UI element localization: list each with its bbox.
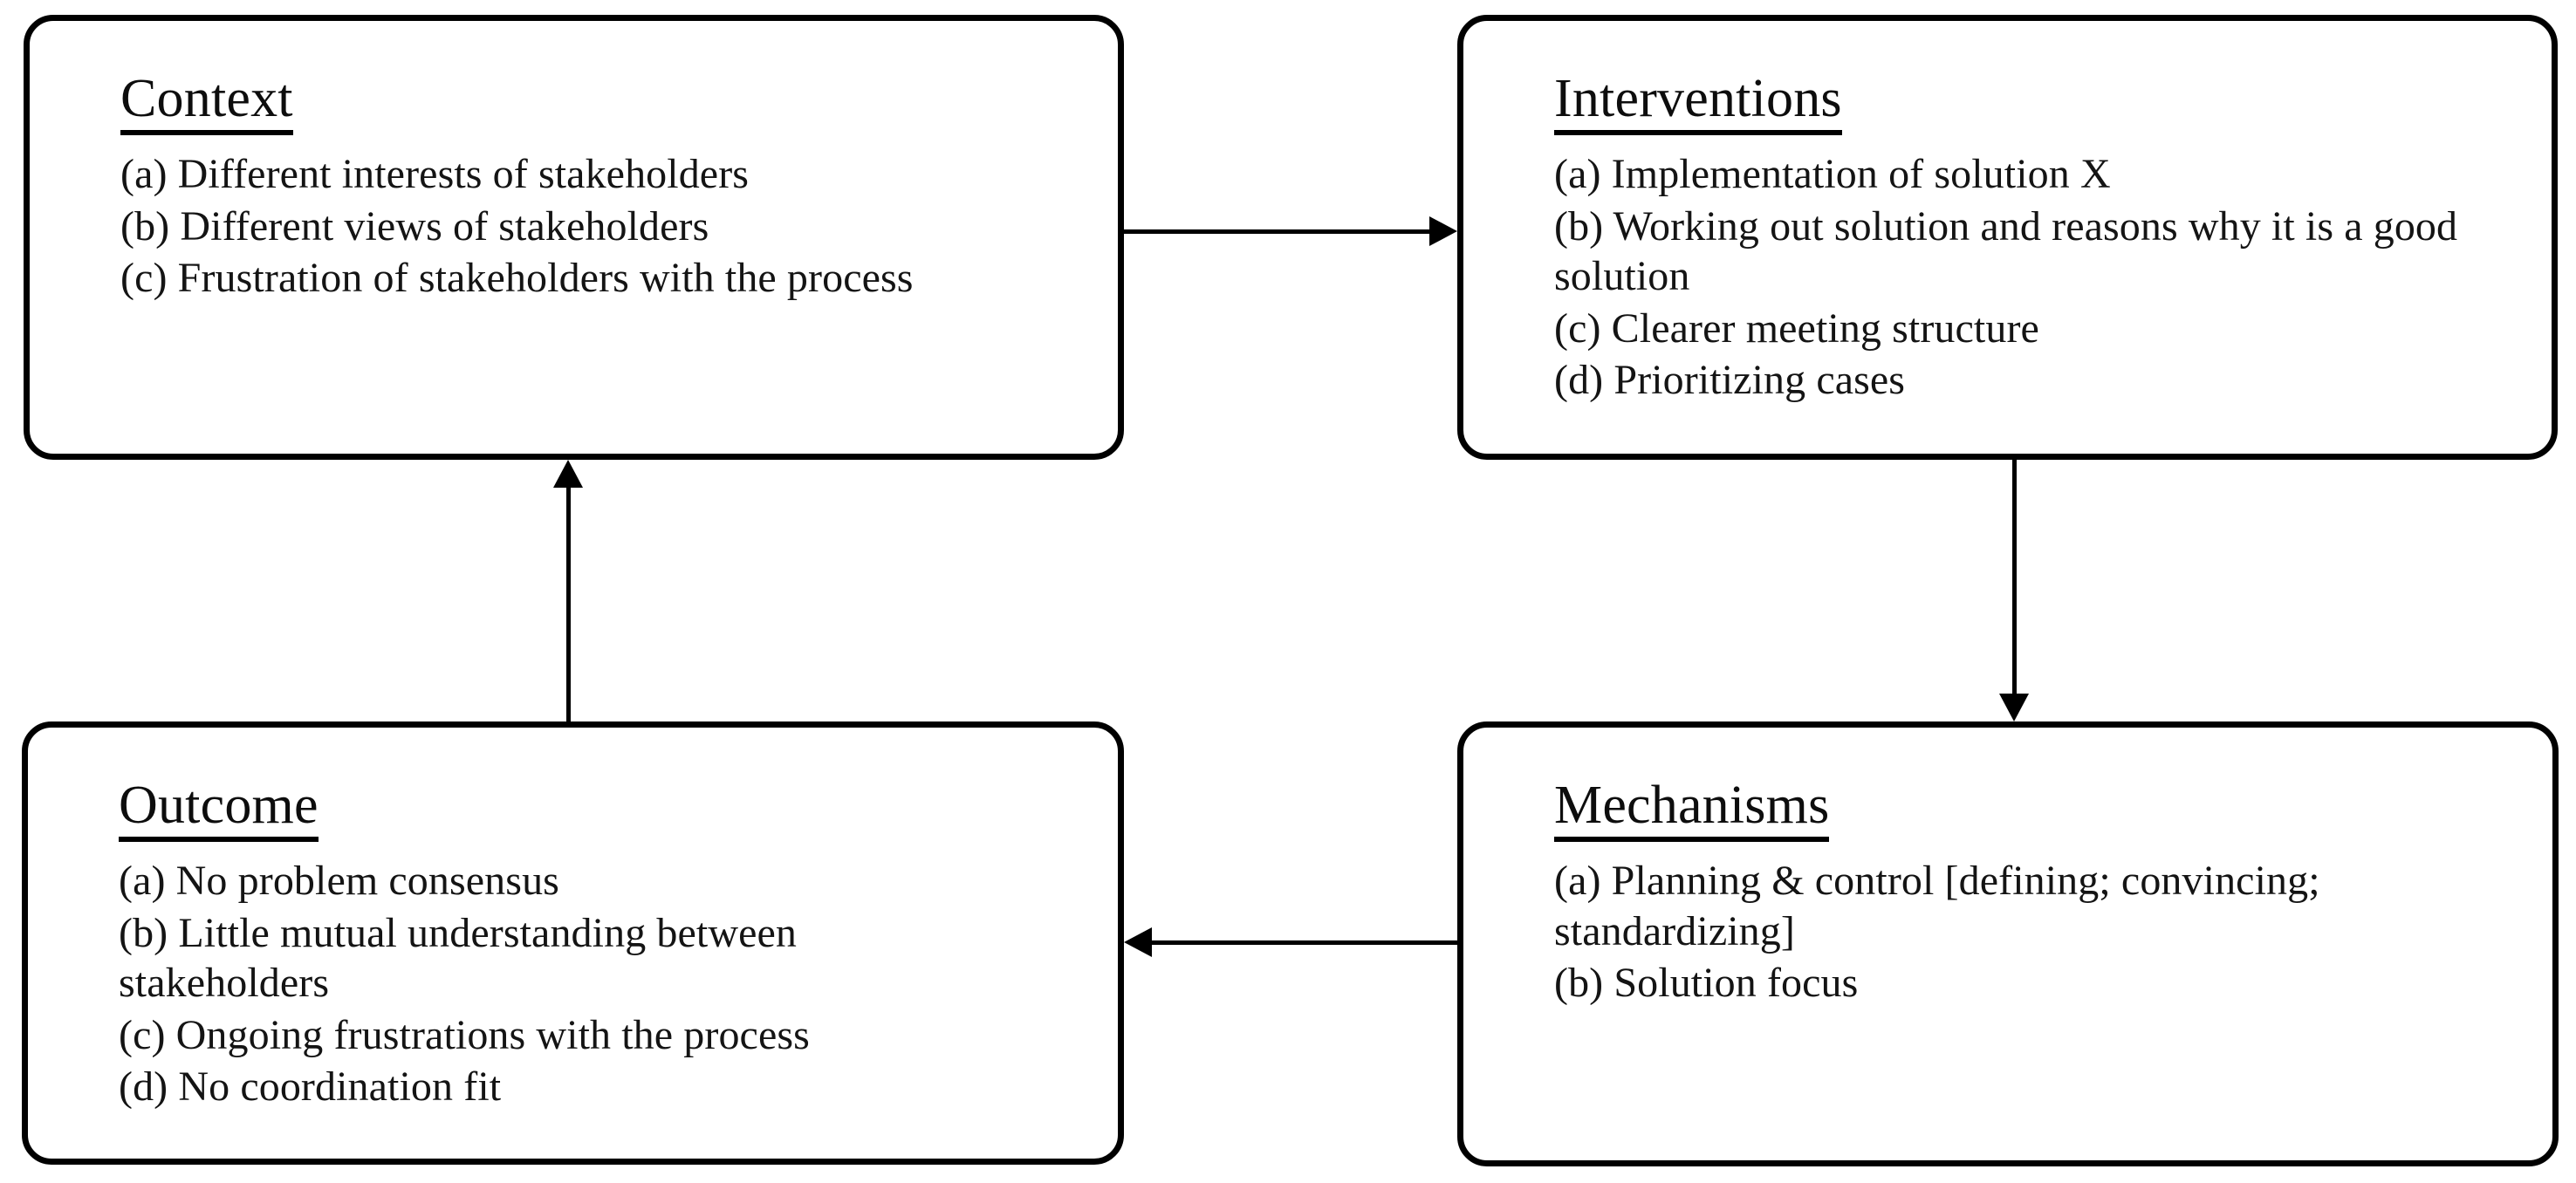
list-item: (c) Frustration of stakeholders with the… (120, 255, 914, 302)
arrow-head (1999, 694, 2029, 721)
box-interventions-list: (a) Implementation of solution X (b) Wor… (1554, 149, 2479, 406)
arrow-head (553, 460, 583, 488)
list-item: (a) No problem consensus (119, 858, 559, 904)
list-item: (c) Ongoing frustrations with the proces… (119, 1011, 810, 1058)
list-item: (a) Planning & control [defining; convin… (1554, 858, 2320, 954)
box-interventions-title: Interventions (1554, 72, 1842, 135)
arrow-down-icon (1999, 460, 2029, 721)
box-context-list: (a) Different interests of stakeholders … (120, 149, 1002, 304)
arrow-shaft (1150, 940, 1457, 945)
arrow-left-icon (1124, 927, 1457, 957)
list-item: (a) Implementation of solution X (1554, 151, 2111, 197)
arrow-head (1124, 927, 1152, 957)
box-mechanisms-list: (a) Planning & control [defining; convin… (1554, 856, 2488, 1009)
arrow-up-icon (553, 460, 583, 721)
list-item: (b) Different views of stakeholders (120, 202, 709, 250)
list-item: (d) No coordination fit (119, 1063, 502, 1111)
box-context: Context (a) Different interests of stake… (24, 15, 1124, 460)
arrow-shaft (566, 486, 571, 721)
arrow-head (1429, 216, 1457, 246)
box-outcome-title: Outcome (119, 778, 319, 842)
list-item: (d) Prioritizing cases (1554, 357, 1906, 404)
box-outcome-list: (a) No problem consensus (b) Little mutu… (119, 856, 1000, 1112)
arrow-right-icon (1124, 216, 1457, 246)
arrow-shaft (2012, 460, 2017, 695)
box-outcome: Outcome (a) No problem consensus (b) Lit… (22, 721, 1124, 1165)
list-item: (b) Little mutual understanding between … (119, 909, 798, 1007)
list-item: (b) Working out solution and reasons why… (1554, 202, 2458, 300)
box-context-title: Context (120, 72, 293, 135)
arrow-shaft (1124, 229, 1431, 234)
list-item: (c) Clearer meeting structure (1554, 304, 2039, 352)
box-mechanisms: Mechanisms (a) Planning & control [defin… (1457, 721, 2559, 1166)
list-item: (a) Different interests of stakeholders (120, 151, 750, 197)
box-interventions: Interventions (a) Implementation of solu… (1457, 15, 2558, 460)
list-item: (b) Solution focus (1554, 960, 1859, 1007)
box-mechanisms-title: Mechanisms (1554, 778, 1830, 842)
